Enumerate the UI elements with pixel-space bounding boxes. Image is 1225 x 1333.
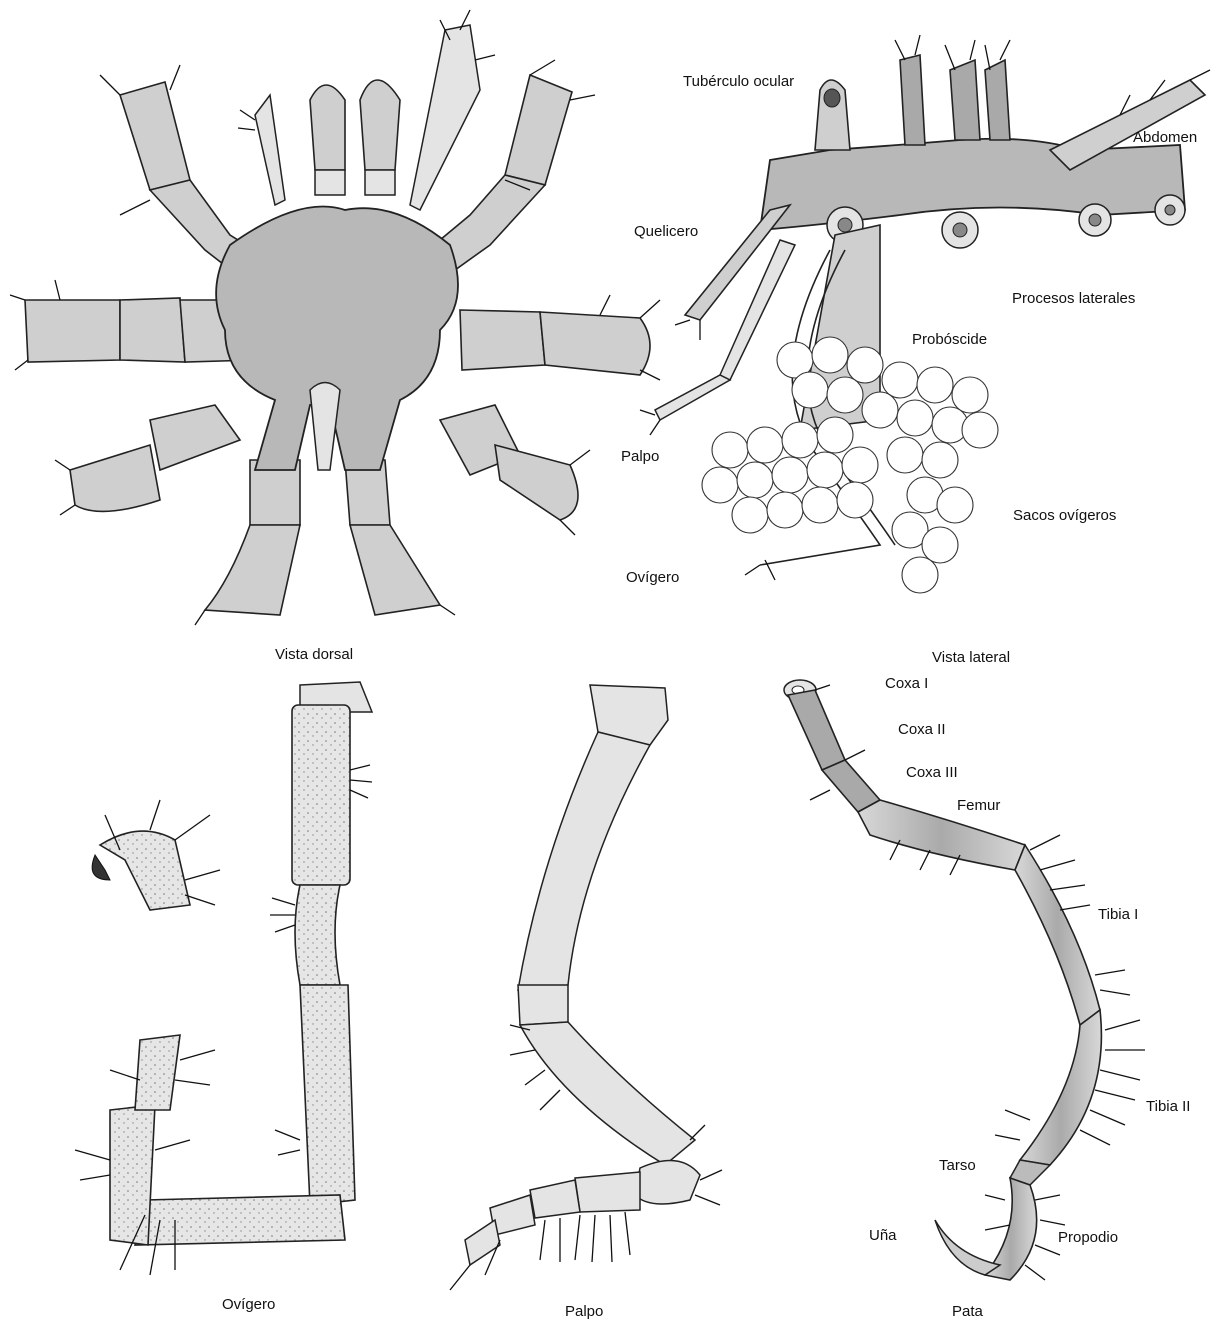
egg-sacs: [702, 337, 998, 593]
label-sacos-ovigeros: Sacos ovígeros: [1013, 507, 1116, 524]
label-tibia-2: Tibia II: [1146, 1098, 1190, 1115]
label-quelicero: Quelicero: [634, 223, 698, 240]
caption-vista-lateral: Vista lateral: [932, 649, 1010, 666]
label-procesos-laterales: Procesos laterales: [1012, 290, 1135, 307]
label-femur: Femur: [957, 797, 1000, 814]
pata-drawing: [784, 680, 1145, 1280]
label-coxa-1: Coxa I: [885, 675, 928, 692]
dorsal-view-drawing: [10, 10, 660, 625]
caption-ovigero: Ovígero: [222, 1296, 275, 1313]
label-coxa-3: Coxa III: [906, 764, 958, 781]
label-una: Uña: [869, 1227, 897, 1244]
dorsal-trunk: [216, 207, 458, 470]
label-proboscide: Probóscide: [912, 331, 987, 348]
label-abdomen: Abdomen: [1133, 129, 1197, 146]
label-tibia-1: Tibia I: [1098, 906, 1138, 923]
label-ovigero-lateral: Ovígero: [626, 569, 679, 586]
caption-palpo: Palpo: [565, 1303, 603, 1320]
label-propodio: Propodio: [1058, 1229, 1118, 1246]
caption-vista-dorsal: Vista dorsal: [275, 646, 353, 663]
caption-pata: Pata: [952, 1303, 983, 1320]
ovigero-drawing: [75, 682, 372, 1275]
palpo-drawing: [450, 685, 722, 1290]
label-coxa-2: Coxa II: [898, 721, 946, 738]
label-tarso: Tarso: [939, 1157, 976, 1174]
label-palpo-lateral: Palpo: [621, 448, 659, 465]
label-tuberculo-ocular: Tubérculo ocular: [683, 73, 794, 90]
lateral-view-drawing: [640, 35, 1210, 593]
